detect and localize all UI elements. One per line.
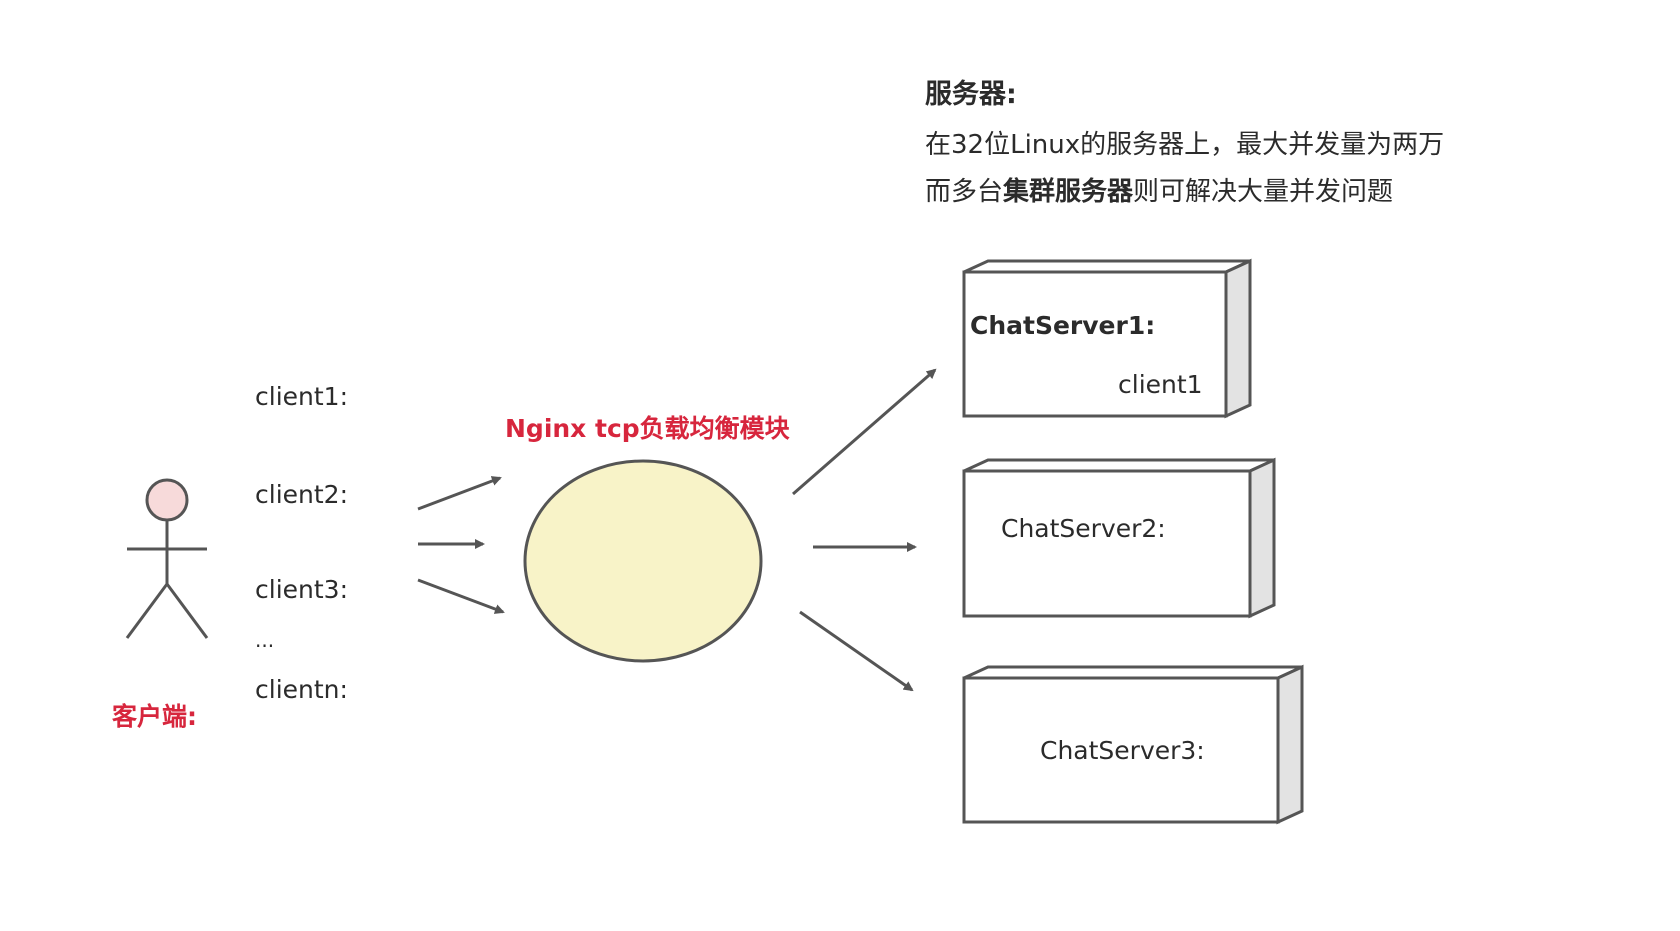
- arrow-nginx-to-server1: [792, 368, 937, 496]
- server-cluster-note-bold: 集群服务器: [1003, 177, 1134, 207]
- server-cluster-note-suffix: 则可解决大量并发问题: [1133, 177, 1394, 207]
- chatserver2-label: ChatServer2:: [1001, 514, 1166, 543]
- chatserver1-client-label: client1: [1118, 370, 1203, 399]
- arrow-nginx-to-server3: [799, 610, 914, 692]
- chatserver1-label: ChatServer1:: [970, 311, 1156, 340]
- client3-label: client3:: [255, 575, 348, 604]
- server-section-heading: 服务器:: [925, 79, 1017, 110]
- nginx-title: Nginx tcp负载均衡模块: [505, 414, 790, 443]
- client-ellipsis-label: ...: [255, 628, 275, 652]
- client2-label: client2:: [255, 480, 348, 509]
- chatserver3-label: ChatServer3:: [1040, 736, 1205, 765]
- chatserver2-box: [962, 457, 1276, 619]
- arrow-client-to-nginx-top: [417, 476, 502, 511]
- server-capacity-note: 在32位Linux的服务器上，最大并发量为两万: [925, 130, 1445, 160]
- client-section-title: 客户端:: [112, 702, 197, 731]
- server-cluster-note-prefix: 而多台: [925, 177, 1004, 207]
- client1-label: client1:: [255, 382, 348, 411]
- chatserver1-box: [962, 258, 1252, 419]
- client-actor-icon: [125, 478, 209, 639]
- chatserver3-box: [962, 664, 1304, 825]
- arrow-client-to-nginx-bottom: [417, 578, 505, 614]
- clientn-label: clientn:: [255, 675, 348, 704]
- nginx-ellipse: [523, 459, 763, 663]
- server-cluster-note: 而多台集群服务器则可解决大量并发问题: [925, 171, 1393, 208]
